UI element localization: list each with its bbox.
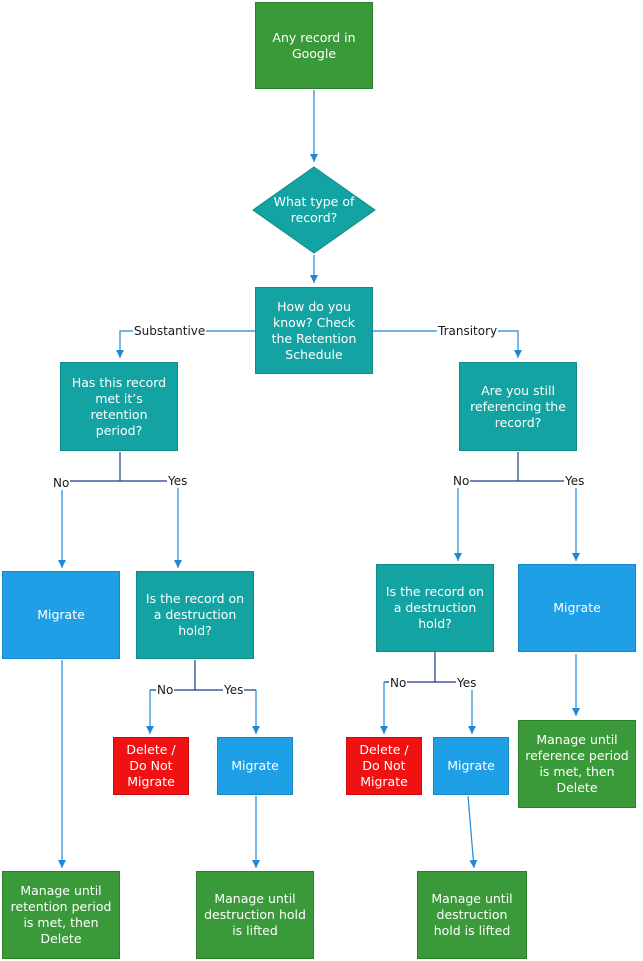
label-retention-yes: Yes: [167, 474, 189, 488]
destruction-hold-question-left: Is the record on a destruction hold?: [136, 571, 254, 659]
label-referencing-yes: Yes: [564, 474, 586, 488]
edge-how-to-substantive: [116, 330, 256, 358]
manage-hold-node-right: Manage until destruction hold is lifted: [417, 871, 527, 959]
start-node: Any record in Google: [255, 2, 373, 89]
label-hold-right-no: No: [389, 676, 408, 690]
delete-do-not-migrate-left: Delete / Do Not Migrate: [113, 737, 189, 795]
edge-migrate-hold-right-to-manage: [467, 795, 478, 869]
manage-retention-node: Manage until retention period is met, th…: [2, 871, 120, 959]
start-node-text: Any record in Google: [272, 29, 356, 61]
migrate-hold-node-left: Migrate: [217, 737, 293, 795]
label-transitory: Transitory: [437, 324, 499, 338]
type-decision-diamond: [252, 166, 376, 254]
label-hold-left-no: No: [156, 683, 175, 697]
type-decision-text: What type of record?: [273, 194, 355, 225]
how-do-you-know-node: How do you know? Check the Retention Sch…: [255, 287, 373, 374]
destruction-hold-question-right: Is the record on a destruction hold?: [376, 564, 494, 652]
edge-how-to-transitory: [373, 330, 522, 358]
still-referencing-question: Are you still referencing the record?: [459, 362, 577, 451]
retention-period-question: Has this record met it’s retention perio…: [60, 362, 178, 451]
migrate-node-right: Migrate: [518, 564, 636, 652]
label-hold-right-yes: Yes: [456, 676, 478, 690]
manage-hold-node-left: Manage until destruction hold is lifted: [196, 871, 314, 959]
label-referencing-no: No: [452, 474, 471, 488]
migrate-hold-node-right: Migrate: [433, 737, 509, 795]
delete-do-not-migrate-right: Delete / Do Not Migrate: [346, 737, 422, 795]
migrate-node-left: Migrate: [2, 571, 120, 659]
label-hold-left-yes: Yes: [223, 683, 245, 697]
label-retention-no: No: [52, 476, 71, 490]
label-substantive: Substantive: [133, 324, 207, 338]
manage-reference-node: Manage until reference period is met, th…: [518, 720, 636, 808]
